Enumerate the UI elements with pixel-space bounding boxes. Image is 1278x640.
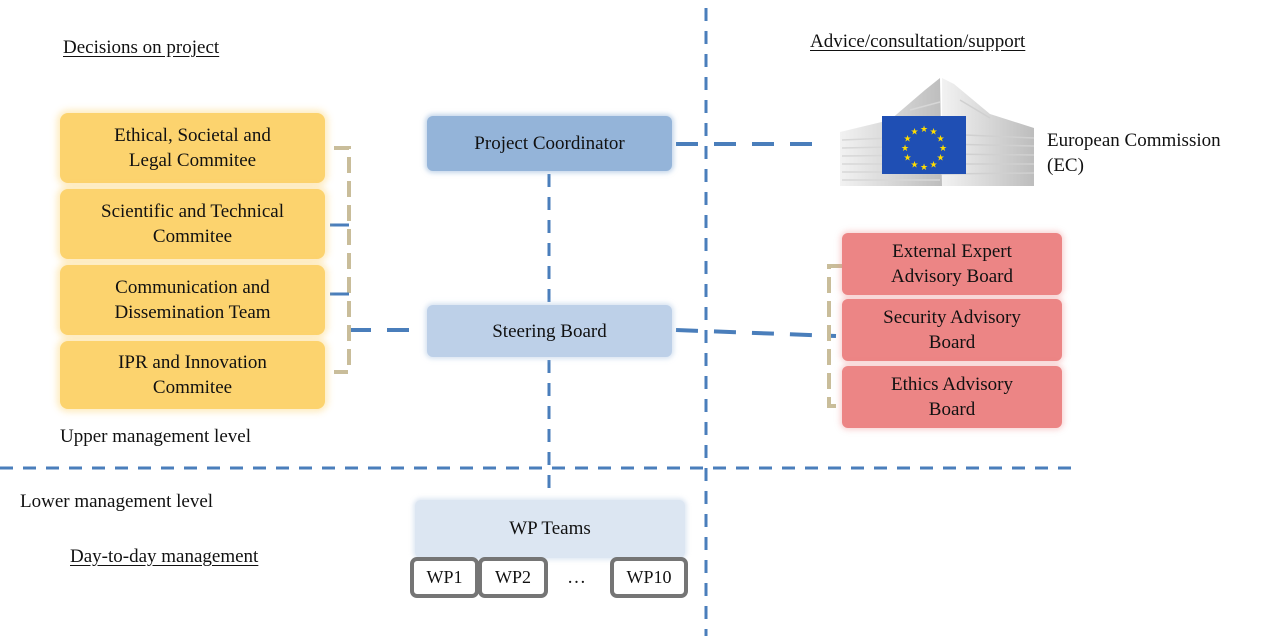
committee-communication-dissemination: Communication and Dissemination Team (60, 265, 325, 335)
svg-text:★: ★ (939, 144, 947, 154)
wp-item-label: WP1 (426, 567, 463, 587)
advisory-board-external-expert: External Expert Advisory Board (842, 233, 1062, 295)
committee-label: Scientific and Technical Commitee (101, 201, 284, 247)
advisory-board-security: Security Advisory Board (842, 299, 1062, 361)
wp-item: WP10 (610, 557, 688, 598)
advice-heading: Advice/consultation/support (810, 31, 1026, 52)
svg-text:★: ★ (901, 144, 909, 154)
committee-scientific-technical: Scientific and Technical Commitee (60, 189, 325, 259)
wp-item: WP1 (410, 557, 479, 598)
upper-management-label: Upper management level (60, 426, 251, 447)
svg-text:★: ★ (903, 154, 911, 164)
svg-text:★: ★ (903, 135, 911, 145)
advisory-board-ethics: Ethics Advisory Board (842, 366, 1062, 428)
advisory-bracket (827, 264, 842, 408)
european-commission-label: European Commission (EC) (1047, 130, 1221, 176)
wp-teams-label: WP Teams (509, 518, 591, 539)
committee-label: Communication and Dissemination Team (114, 277, 271, 323)
eu-stars: ★ ★ ★ ★ ★ ★ ★ ★ ★ ★ ★ ★ (901, 125, 947, 173)
eu-flag (882, 116, 966, 174)
decisions-heading: Decisions on project (63, 37, 220, 58)
advisory-board-label: Security Advisory Board (883, 307, 1021, 353)
steering-board-label: Steering Board (492, 320, 607, 342)
svg-text:★: ★ (929, 161, 937, 171)
committee-ipr-innovation: IPR and Innovation Commitee (60, 341, 325, 409)
svg-text:★: ★ (936, 154, 944, 164)
svg-text:★: ★ (920, 125, 928, 135)
steering-board-box: Steering Board (427, 305, 672, 357)
wp-item-label: WP10 (626, 567, 672, 587)
advisory-board-label: Ethics Advisory Board (891, 374, 1013, 420)
committee-label: IPR and Innovation Commitee (118, 352, 267, 398)
project-coordinator-label: Project Coordinator (474, 133, 625, 154)
steering-advisory-connector (675, 328, 837, 338)
day-to-day-heading: Day-to-day management (70, 546, 259, 567)
wp-item-label: WP2 (495, 567, 531, 587)
svg-text:★: ★ (936, 135, 944, 145)
svg-text:★: ★ (920, 163, 928, 173)
wp-ellipsis: … (567, 567, 586, 588)
committees-bracket (334, 146, 351, 374)
lower-management-label: Lower management level (20, 491, 214, 512)
committee-label: Ethical, Societal and Legal Commitee (114, 125, 271, 171)
wp-teams-box: WP Teams (415, 500, 685, 558)
project-coordinator-box: Project Coordinator (427, 116, 672, 171)
svg-text:★: ★ (929, 128, 937, 138)
svg-text:★: ★ (910, 161, 918, 171)
svg-text:★: ★ (910, 128, 918, 138)
advisory-board-label: External Expert Advisory Board (891, 241, 1013, 287)
committee-ethical-societal-legal: Ethical, Societal and Legal Commitee (60, 113, 325, 183)
wp-item: WP2 (478, 557, 548, 598)
european-commission-logo: ★ ★ ★ ★ ★ ★ ★ ★ ★ ★ ★ ★ (840, 78, 1035, 186)
